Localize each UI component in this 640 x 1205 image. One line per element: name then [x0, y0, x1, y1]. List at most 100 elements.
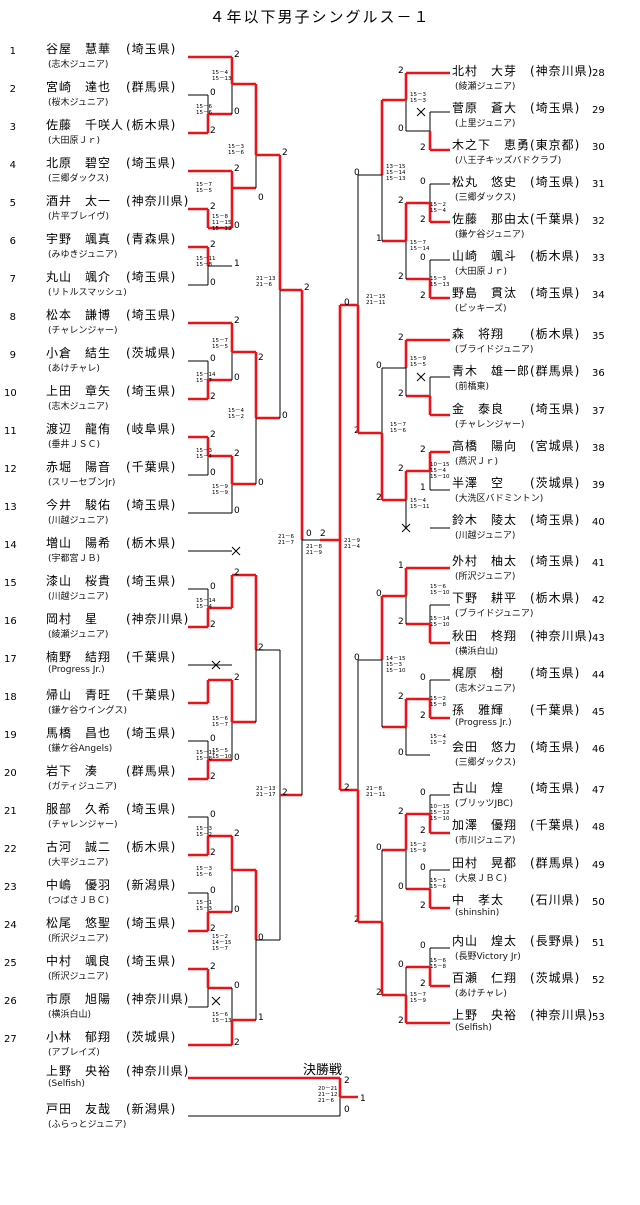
match-score: 15－2 — [430, 740, 446, 746]
player-club: (横浜白山) — [48, 1010, 92, 1020]
player-club: (川越ジュニア) — [48, 516, 109, 526]
game-count: 2 — [398, 196, 404, 206]
match-score: 15－10 — [212, 754, 232, 760]
player-club: (所沢ジュニア) — [455, 572, 516, 582]
player-entry: 野島 貫汰(埼玉県)(ビッキーズ)34 — [0, 284, 605, 316]
player-prefecture: (神奈川県) — [530, 64, 594, 78]
player-club: (上里ジュニア) — [455, 119, 516, 129]
game-count: 0 — [420, 673, 426, 683]
player-name: 半澤 空 — [452, 476, 505, 490]
seed-number: 26 — [4, 996, 17, 1007]
player-club: (川越ジュニア) — [455, 531, 516, 541]
match-score: 15－14 — [196, 598, 216, 604]
player-club: (大洗区バドミントン) — [455, 494, 544, 504]
game-count: 0 — [420, 941, 426, 951]
match-score: 15－9 — [410, 356, 426, 362]
player-club: (shinshin) — [455, 908, 500, 918]
match-score: 10－15 — [430, 804, 450, 810]
player-entry: 下野 耕平(栃木県)(ブライドジュニア)42 — [0, 589, 605, 621]
player-entry: 外村 柚太(埼玉県)(所沢ジュニア)41 — [0, 552, 605, 584]
game-count: 1 — [258, 1013, 264, 1023]
bracket-line — [211, 660, 221, 670]
player-prefecture: (神奈川県) — [530, 629, 594, 643]
match-score: 10－15 — [430, 462, 450, 468]
seed-number: 23 — [4, 882, 17, 893]
game-count: 2 — [320, 529, 326, 539]
seed-number: 3 — [9, 122, 16, 133]
seed-number: 30 — [592, 142, 605, 153]
match-score: 15－2 — [196, 832, 212, 838]
player-name: 増山 陽希 — [46, 536, 112, 550]
game-count: 2 — [398, 617, 404, 627]
player-club: (ビッキーズ) — [455, 304, 507, 314]
seed-number: 21 — [4, 806, 17, 817]
player-name: 上野 央裕 — [46, 1064, 112, 1078]
match-score: 15－4 — [430, 208, 446, 214]
player-prefecture: (埼玉県) — [126, 42, 177, 56]
game-count: 2 — [398, 464, 404, 474]
match-score: 15－9 — [410, 848, 426, 854]
player-club: (三郷ダックス) — [455, 193, 516, 203]
player-prefecture: (宮城県) — [530, 439, 581, 453]
match-score: 15－4 — [196, 454, 212, 460]
player-prefecture: (青森県) — [126, 232, 177, 246]
game-count: 2 — [398, 389, 404, 399]
player-entry: 会田 悠力(埼玉県)(三郷ダックス)46 — [0, 738, 605, 770]
player-name: 中 孝太 — [452, 893, 505, 907]
player-prefecture: (長野県) — [530, 934, 581, 948]
game-count: 0 — [398, 748, 404, 758]
player-prefecture: (埼玉県) — [530, 175, 581, 189]
player-name: 会田 悠力 — [452, 740, 518, 754]
match-score: 15－13 — [430, 282, 450, 288]
player-club: (八王子キッズバドクラブ) — [455, 156, 562, 166]
player-prefecture: (埼玉県) — [126, 802, 177, 816]
player-prefecture: (栃木県) — [530, 249, 581, 263]
game-count: 0 — [398, 882, 404, 892]
match-score: 21－6 — [278, 534, 294, 540]
game-count: 0 — [376, 589, 382, 599]
player-prefecture: (埼玉県) — [530, 402, 581, 416]
seed-number: 9 — [9, 350, 16, 361]
seed-number: 29 — [592, 105, 605, 116]
player-name: 佐藤 那由太 — [452, 212, 531, 226]
seed-number: 41 — [592, 558, 605, 569]
game-count: 0 — [420, 863, 426, 873]
match-score: 15－14 — [410, 246, 430, 252]
game-count: 2 — [210, 430, 216, 440]
match-score: 15－7 — [390, 422, 406, 428]
match-score: 21－8 — [366, 786, 382, 792]
game-count: 0 — [234, 221, 240, 231]
match-score: 15－10 — [430, 474, 450, 480]
player-prefecture: (埼玉県) — [126, 156, 177, 170]
bracket-line — [416, 372, 426, 382]
match-score: 15－3 — [196, 906, 212, 912]
player-name: 松丸 悠史 — [452, 175, 518, 189]
player-club: (ブライドジュニア) — [455, 345, 534, 355]
game-count: 2 — [210, 392, 216, 402]
game-count: 2 — [210, 126, 216, 136]
player-name: 鈴木 陵太 — [452, 513, 518, 527]
player-name: 梶原 樹 — [452, 666, 505, 680]
game-count: 0 — [354, 168, 360, 178]
player-prefecture: (埼玉県) — [530, 781, 581, 795]
game-count: 0 — [376, 361, 382, 371]
match-score: 15－2 — [228, 414, 244, 420]
game-count: 2 — [398, 807, 404, 817]
player-name: 金 泰良 — [452, 402, 505, 416]
player-name: 岡村 星 — [46, 612, 99, 626]
game-count: 2 — [234, 1038, 240, 1048]
player-entry: 上野 央裕(神奈川県)(Selfish)53 — [0, 1006, 605, 1038]
player-prefecture: (神奈川県) — [126, 194, 190, 208]
game-count: 2 — [304, 283, 310, 293]
player-prefecture: (群馬県) — [530, 856, 581, 870]
match-score: 15－6 — [196, 104, 212, 110]
seed-number: 10 — [4, 388, 17, 399]
game-count: 0 — [420, 177, 426, 187]
player-prefecture: (群馬県) — [126, 764, 177, 778]
seed-number: 46 — [592, 744, 605, 755]
